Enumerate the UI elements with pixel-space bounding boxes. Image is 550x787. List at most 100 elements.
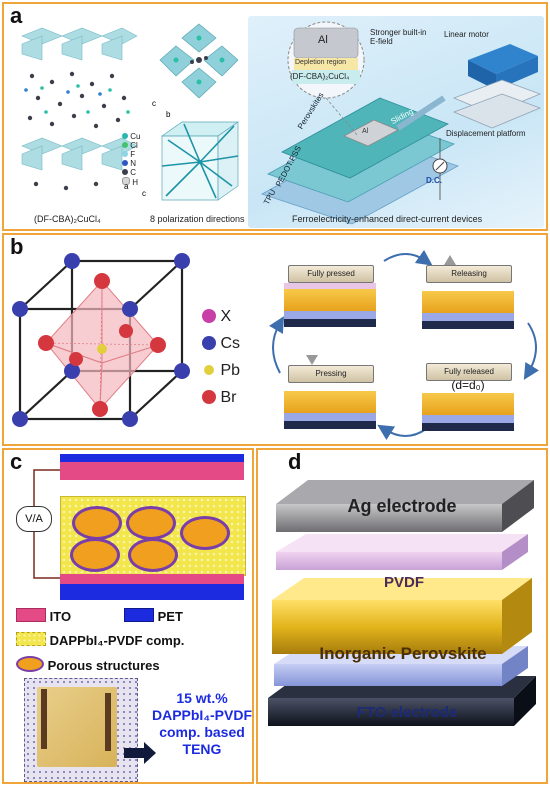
- photo-caption: 15 wt.% DAPPbI₄-PVDF comp. based TENG: [151, 690, 252, 757]
- axis-label-a-left: a: [124, 182, 129, 191]
- device-label-depletion: Depletion region: [295, 59, 346, 66]
- electrode-strip: [105, 693, 111, 751]
- device-label-material: (DF-CBA)₂CuCl₄: [290, 72, 350, 81]
- state-pressing: Pressing: [284, 355, 376, 435]
- panel-label-a: a: [10, 3, 23, 28]
- perovskite-unit-cell: [12, 253, 190, 427]
- device-label-al-small: Al: [362, 128, 369, 135]
- porous-structure: [70, 538, 120, 572]
- legend-ito-swatch: [16, 608, 46, 622]
- device-caption: Ferroelectricity-enhanced direct-current…: [292, 214, 483, 224]
- legend-pet-swatch: [124, 608, 154, 622]
- layer-label-ag: Ag electrode: [347, 496, 457, 516]
- axis-label-c-mid: c: [152, 99, 156, 108]
- glass-layer: [284, 421, 376, 429]
- fto-layer: [284, 311, 376, 319]
- legend-br-dot: [202, 390, 216, 404]
- fto-layer: [422, 415, 514, 423]
- layer-stack-illustration: [268, 480, 536, 726]
- teng-sample: [37, 687, 117, 767]
- porous-structure: [128, 538, 178, 572]
- legend-c: C: [122, 168, 140, 177]
- legend-br: Br: [202, 384, 240, 411]
- state-releasing: Releasing: [422, 255, 514, 337]
- layer-label-fto: FTO electrode: [356, 704, 458, 721]
- legend-composite-swatch: [16, 632, 46, 646]
- crystal-structure-illustration: [21, 27, 138, 191]
- pvdf-layer: [284, 283, 376, 289]
- unit-cell-legend: X Cs Pb Br: [202, 303, 240, 411]
- panel-c: c V/A ITO PET DAPPbI₄-PVDF comp. Porous …: [2, 448, 254, 784]
- photo-arrow-head-icon: [144, 742, 156, 764]
- layer-label-perovskite: Inorganic Perovskite: [319, 644, 487, 663]
- state-fully-pressed: Fully pressed: [284, 265, 376, 335]
- panel-a: a Cu Cl F N C H c a (DF-CBA): [2, 2, 548, 231]
- polarization-cube: [160, 121, 240, 201]
- pressing-arrow-icon: [306, 355, 318, 365]
- legend-h: H: [122, 177, 140, 187]
- device-label-efield: Stronger built-in E-field: [370, 28, 427, 46]
- releasing-arrow-icon: [444, 255, 456, 265]
- circuit-wires: [33, 469, 60, 579]
- device-label-linear-motor: Linear motor: [444, 30, 489, 39]
- legend-pet: PET: [124, 608, 183, 624]
- porous-structure: [180, 516, 230, 550]
- device-label-dc: D.C.: [426, 176, 442, 185]
- panel-d: d Ag electrode PVDF Inorganic Perovskite: [256, 448, 548, 784]
- fto-layer: [422, 313, 514, 321]
- crystal-legend: Cu Cl F N C H: [122, 132, 140, 187]
- legend-x-dot: [202, 309, 216, 323]
- legend-n: N: [122, 159, 140, 168]
- bottom-pet-layer: [60, 584, 244, 600]
- device-photo: [24, 678, 138, 782]
- crystal-caption: (DF-CBA)₂CuCl₄: [34, 214, 101, 224]
- porous-structure: [72, 506, 122, 540]
- device-schematic: Al Depletion region (DF-CBA)₂CuCl₄ Stron…: [248, 16, 544, 228]
- glass-layer: [422, 423, 514, 431]
- state-fully-released: Fully released (d=d₀): [422, 355, 514, 435]
- meter-icon: V/A: [16, 506, 52, 532]
- panel-label-d: d: [288, 449, 302, 474]
- layer-label-pvdf: PVDF: [383, 574, 424, 591]
- glass-layer: [422, 321, 514, 329]
- electrode-strip: [41, 689, 47, 749]
- layer-label-glass: Glass substrate: [342, 726, 456, 743]
- top-pet-layer: [60, 454, 244, 462]
- glass-layer: [284, 319, 376, 327]
- polarization-caption: 8 polarization directions: [150, 214, 245, 224]
- perovskite-layer: [284, 391, 376, 413]
- legend-pb-dot: [204, 365, 214, 375]
- state-label-releasing: Releasing: [426, 265, 512, 283]
- legend-ito: ITO: [16, 608, 71, 624]
- legend-composite: DAPPbI₄-PVDF comp.: [16, 632, 184, 648]
- octahedra-illustration: [159, 23, 239, 99]
- device-label-displacement-platform: Displacement platform: [446, 129, 526, 138]
- perovskite-layer: [422, 393, 514, 415]
- legend-pb: Pb: [202, 357, 240, 384]
- state-label-fully-pressed: Fully pressed: [288, 265, 374, 283]
- legend-porous-swatch: [16, 656, 44, 672]
- panel-label-b: b: [10, 234, 24, 259]
- perovskite-layer: [422, 291, 514, 313]
- axis-label-b-mid: b: [166, 110, 171, 119]
- legend-porous: Porous structures: [16, 656, 160, 673]
- legend-cs-dot: [202, 336, 216, 350]
- state-label-fully-released: Fully released: [426, 363, 512, 381]
- perovskite-layer: [284, 289, 376, 311]
- fto-layer: [284, 413, 376, 421]
- bottom-ito-layer: [60, 574, 244, 584]
- device-drawing: [261, 21, 542, 225]
- cycle-arrows: [269, 249, 540, 441]
- axis-label-c-left: c: [142, 189, 146, 198]
- legend-cs: Cs: [202, 330, 240, 357]
- legend-cl: Cl: [122, 141, 140, 150]
- panel-label-c: c: [10, 449, 23, 474]
- state-label-pressing: Pressing: [288, 365, 374, 383]
- legend-cu: Cu: [122, 132, 140, 141]
- device-label-al: Al: [318, 34, 328, 46]
- panel-b: b X Cs Pb Br: [2, 233, 548, 446]
- legend-f: F: [122, 150, 140, 159]
- photo-arrow-icon: [124, 748, 146, 758]
- porous-structure: [126, 506, 176, 540]
- legend-x: X: [202, 303, 240, 330]
